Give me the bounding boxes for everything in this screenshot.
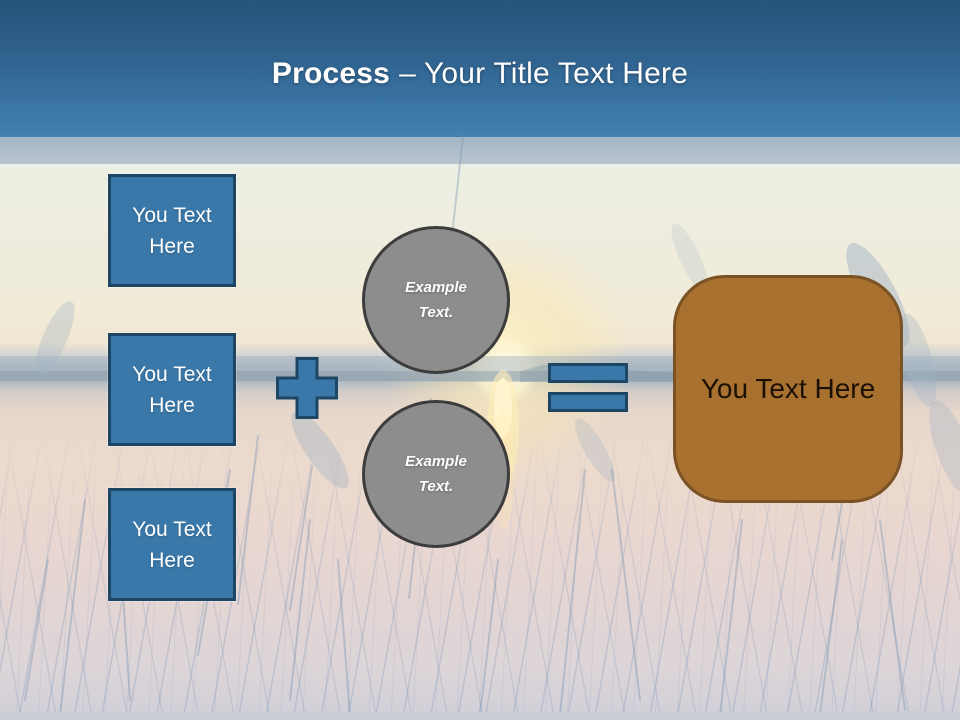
example-circle-2[interactable]: Example Text. bbox=[362, 400, 510, 548]
example-circle-1[interactable]: Example Text. bbox=[362, 226, 510, 374]
input-box-3[interactable]: You Text Here bbox=[108, 488, 236, 601]
bottom-strip bbox=[0, 712, 960, 720]
plus-icon bbox=[276, 357, 338, 419]
input-box-2[interactable]: You Text Here bbox=[108, 333, 236, 446]
equals-bar-bottom bbox=[548, 392, 628, 412]
title-regular-text: – Your Title Text Here bbox=[399, 57, 689, 90]
input-box-1[interactable]: You Text Here bbox=[108, 174, 236, 287]
example-circle-1-label: Example Text. bbox=[405, 279, 467, 321]
equals-bar-top bbox=[548, 363, 628, 383]
slide-title[interactable]: Process– Your Title Text Here bbox=[0, 57, 960, 91]
title-bold-text: Process bbox=[271, 57, 391, 90]
result-box[interactable]: You Text Here bbox=[673, 275, 903, 503]
plus-operator-shape[interactable] bbox=[276, 357, 338, 419]
input-box-2-label: You Text Here bbox=[132, 362, 212, 417]
result-box-label: You Text Here bbox=[700, 373, 876, 404]
equals-operator-shape[interactable] bbox=[548, 363, 628, 413]
header-band bbox=[0, 0, 960, 137]
input-box-1-label: You Text Here bbox=[132, 203, 212, 258]
sky-haze-band bbox=[0, 137, 960, 164]
input-box-3-label: You Text Here bbox=[132, 517, 212, 572]
example-circle-2-label: Example Text. bbox=[405, 453, 467, 495]
